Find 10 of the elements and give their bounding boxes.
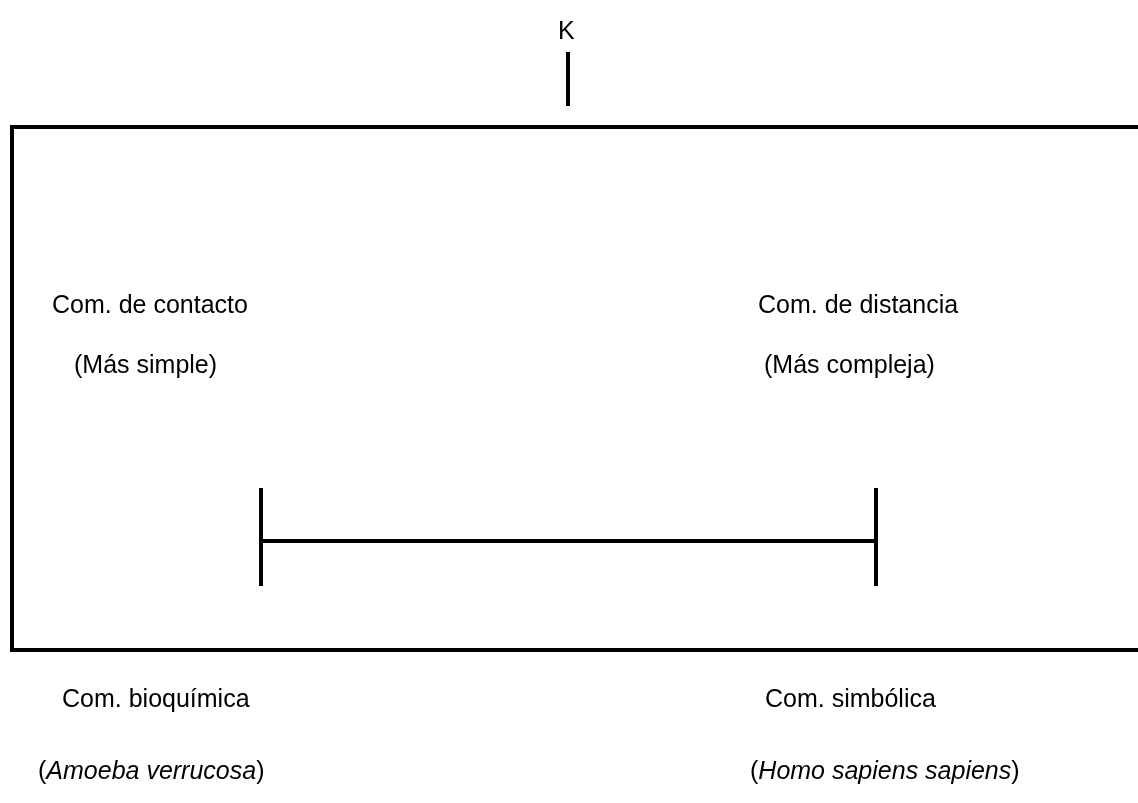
node-note: (Más simple) <box>74 349 218 379</box>
axis-label: K <box>558 15 575 45</box>
node-heading: Com. de distancia <box>758 289 959 319</box>
category-label: Com. bioquímica <box>62 683 250 713</box>
frame-box <box>10 125 1138 652</box>
node-note: (Más compleja) <box>764 349 935 379</box>
category-label: Com. simbólica <box>765 683 936 713</box>
species-name: (Amoeba verrucosa) <box>38 755 265 785</box>
species-name: (Homo sapiens sapiens) <box>750 755 1020 785</box>
node-heading: Com. de contacto <box>52 289 248 319</box>
